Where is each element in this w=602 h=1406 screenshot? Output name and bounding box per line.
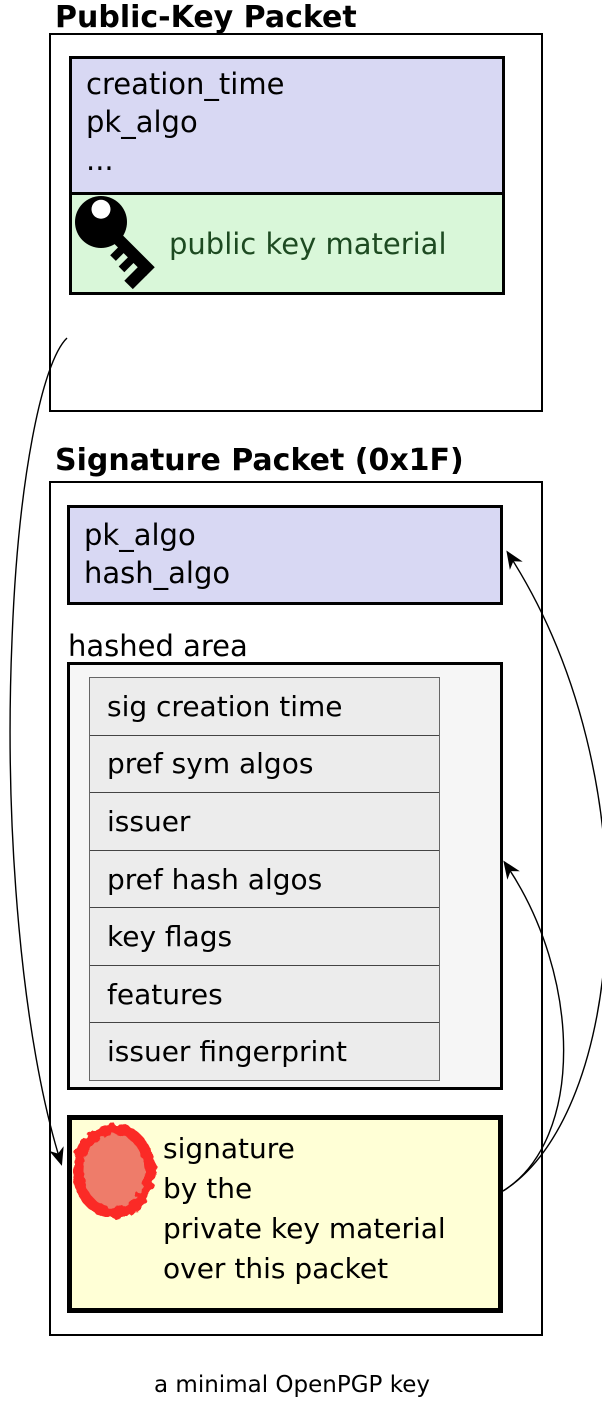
field-hash-algo: hash_algo xyxy=(84,556,231,590)
hashed-area-label: hashed area xyxy=(68,629,248,663)
field-pk-algo: pk_algo xyxy=(84,518,196,552)
field-pk-algo: pk_algo xyxy=(86,105,198,139)
signature-note-line: signature xyxy=(163,1132,295,1165)
public-key-fields: creation_time pk_algo ... xyxy=(72,59,502,192)
subpacket-row: issuer xyxy=(90,792,439,850)
subpacket-row: pref hash algos xyxy=(90,849,439,908)
subpacket-row: key flags xyxy=(90,907,439,965)
signature-packet-title: Signature Packet (0x1F) xyxy=(55,443,464,478)
subpacket-row: sig creation time xyxy=(107,689,343,723)
field-ellipsis: ... xyxy=(86,143,114,177)
subpacket-row: pref sym algos xyxy=(90,734,439,793)
key-icon xyxy=(75,195,155,289)
public-key-material-box: public key material xyxy=(72,192,502,292)
subpacket-table: sig creation time pref sym algos issuer … xyxy=(89,677,440,1081)
public-key-material-label: public key material xyxy=(169,226,447,261)
signature-note-line: over this packet xyxy=(163,1252,389,1285)
diagram-caption: a minimal OpenPGP key xyxy=(154,1372,430,1398)
signature-fields: pk_algo hash_algo xyxy=(67,505,503,605)
signature-note-line: by the xyxy=(163,1172,253,1205)
signature-note-line: private key material xyxy=(163,1212,446,1245)
public-key-inner-stack: creation_time pk_algo ... xyxy=(69,56,505,295)
subpacket-row: issuer fingerprint xyxy=(90,1022,439,1080)
subpacket-row: features xyxy=(90,964,439,1023)
signature-note: signature by the private key material ov… xyxy=(163,1129,446,1289)
field-creation-time: creation_time xyxy=(86,67,285,101)
public-key-packet-box: creation_time pk_algo ... xyxy=(49,33,543,412)
public-key-packet-title: Public-Key Packet xyxy=(55,0,357,35)
